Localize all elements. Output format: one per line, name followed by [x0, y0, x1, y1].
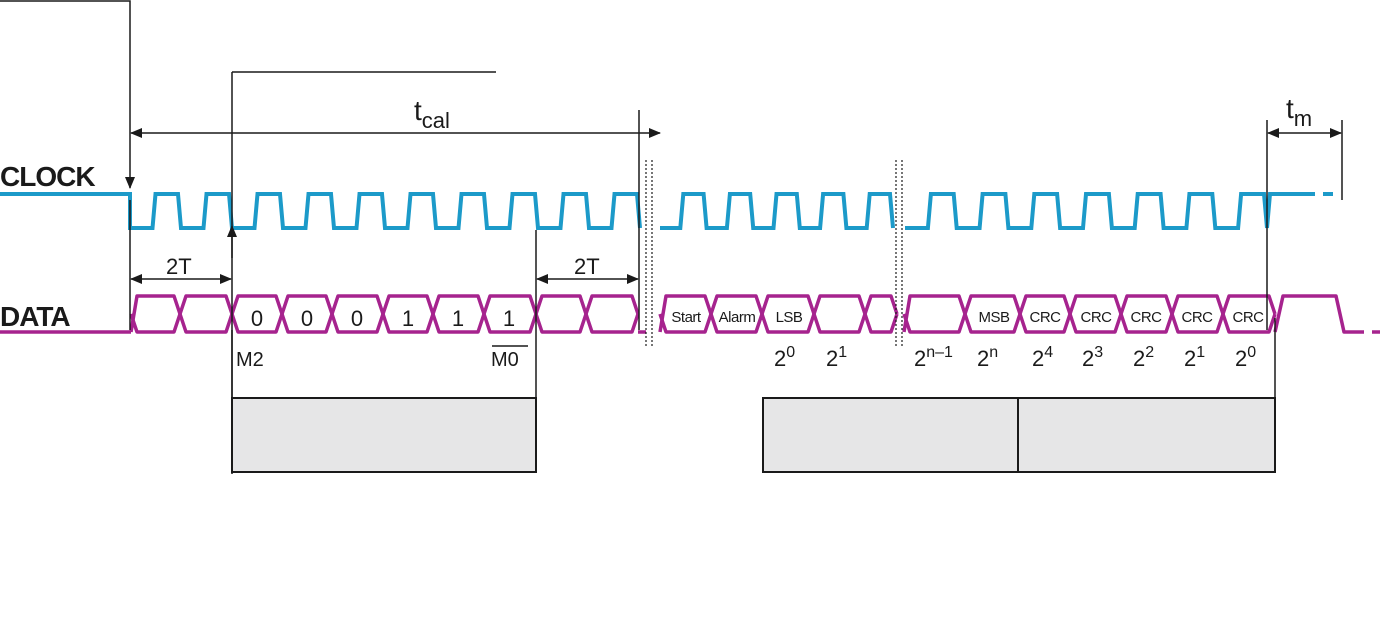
m2-label: M2 [236, 349, 264, 371]
position-value-box [762, 397, 1019, 473]
mode-bit: 1 [503, 306, 515, 331]
data-waveform [0, 294, 1383, 334]
crc-word: CRC [1081, 309, 1113, 326]
mode-bit: 0 [301, 306, 313, 331]
clock-waveform [0, 192, 1338, 230]
clock-line [0, 192, 1305, 230]
crc-word: CRC [1182, 309, 1214, 326]
data-bus-frame-a-bottom [658, 313, 899, 334]
crc-word: CRC [1233, 309, 1265, 326]
tcal-label: tcal [414, 95, 450, 133]
data-bus-frame-a-top [658, 294, 899, 333]
alarm-word: Alarm [719, 309, 756, 326]
bit-weights: 20 21 2n–1 2n 24 23 22 21 20 [774, 344, 1256, 371]
data-bus-frame-b-top [902, 294, 1277, 333]
weight: 22 [1133, 344, 1154, 371]
data-tail [1273, 294, 1356, 334]
mode-bit: 1 [452, 306, 464, 331]
data-label: DATA [0, 301, 70, 332]
weight: 21 [826, 344, 847, 371]
weight: 24 [1032, 344, 1053, 371]
data-bus-frame-b-bottom [902, 313, 1277, 334]
weight: 2n–1 [914, 344, 953, 371]
data-bus-mode-bottom [129, 313, 640, 334]
break-markers [645, 160, 903, 348]
tm-label: tm [1286, 93, 1312, 131]
mode-bit: 0 [351, 306, 363, 331]
crc-word: CRC [1131, 309, 1163, 326]
mode-bit: 0 [251, 306, 263, 331]
mode-bit: 1 [402, 306, 414, 331]
clock-start-bracket [0, 0, 135, 189]
left-2t-label: 2T [166, 254, 192, 279]
right-2t-label: 2T [574, 254, 600, 279]
weight: 20 [1235, 344, 1256, 371]
lsb-word: LSB [776, 309, 803, 326]
msb-word: MSB [978, 309, 1010, 326]
weight: 21 [1184, 344, 1205, 371]
weight: 23 [1082, 344, 1103, 371]
mode-bits: 0 0 0 1 1 1 [251, 306, 515, 331]
clock-label: CLOCK [0, 161, 95, 192]
weight: 2n [977, 344, 998, 371]
crc-box [1017, 397, 1276, 473]
frame-words: Start Alarm LSB MSB CRC CRC CRC CRC CRC [671, 309, 1264, 326]
mode-command-box [231, 397, 537, 473]
data-bus-mode-top [129, 294, 640, 333]
m0-label: M0 [491, 349, 519, 371]
crc-word: CRC [1030, 309, 1062, 326]
start-word: Start [671, 309, 702, 326]
weight: 20 [774, 344, 795, 371]
